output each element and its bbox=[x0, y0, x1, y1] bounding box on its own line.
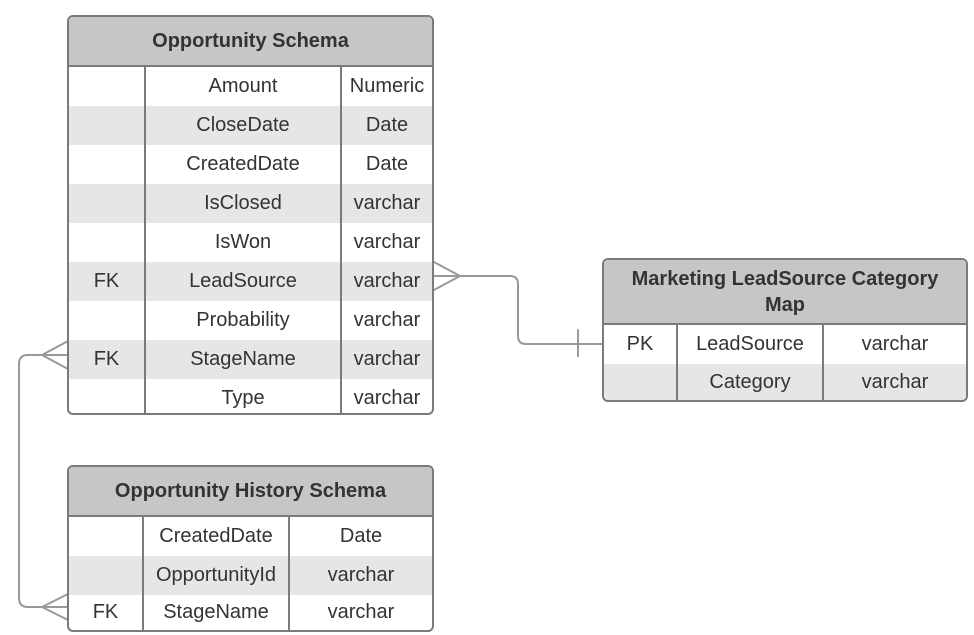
table-row: FK StageName varchar bbox=[69, 340, 432, 379]
table-row: IsWon varchar bbox=[69, 223, 432, 262]
type-cell: varchar bbox=[822, 364, 966, 400]
key-cell bbox=[69, 301, 144, 340]
type-cell: Numeric bbox=[340, 67, 432, 106]
key-cell bbox=[69, 145, 144, 184]
table-row: OpportunityId varchar bbox=[69, 556, 432, 595]
opportunity-schema-table: Opportunity Schema Amount Numeric CloseD… bbox=[67, 15, 434, 415]
opportunity-schema-title: Opportunity Schema bbox=[69, 17, 432, 67]
key-cell: FK bbox=[92, 601, 119, 623]
type-cell: Date bbox=[288, 517, 432, 556]
field-cell: StageName bbox=[142, 595, 288, 630]
key-cell bbox=[69, 556, 142, 595]
key-cell: FK bbox=[93, 270, 120, 292]
opportunity-schema-rows: Amount Numeric CloseDate Date CreatedDat… bbox=[69, 67, 432, 413]
field-cell: OpportunityId bbox=[142, 556, 288, 595]
type-cell: Date bbox=[340, 106, 432, 145]
stagename-relationship-line bbox=[18, 340, 69, 621]
field-cell: StageName bbox=[144, 340, 340, 379]
key-cell bbox=[69, 517, 142, 556]
table-row: FK StageName varchar bbox=[69, 595, 432, 630]
type-cell: varchar bbox=[822, 325, 966, 364]
opportunity-history-schema-title: Opportunity History Schema bbox=[69, 467, 432, 517]
marketing-leadsource-category-map-rows: PK LeadSource varchar Category varchar bbox=[604, 325, 966, 400]
table-row: CreatedDate Date bbox=[69, 145, 432, 184]
key-cell bbox=[69, 184, 144, 223]
table-row: CreatedDate Date bbox=[69, 517, 432, 556]
key-cell bbox=[69, 223, 144, 262]
field-cell: CreatedDate bbox=[144, 145, 340, 184]
table-row: Type varchar bbox=[69, 379, 432, 413]
opportunity-history-schema-table: Opportunity History Schema CreatedDate D… bbox=[67, 465, 434, 632]
field-cell: LeadSource bbox=[676, 325, 822, 364]
type-cell: varchar bbox=[288, 556, 432, 595]
field-cell: Category bbox=[676, 364, 822, 400]
key-cell bbox=[69, 379, 144, 413]
field-cell: LeadSource bbox=[144, 262, 340, 301]
table-row: FK LeadSource varchar bbox=[69, 262, 432, 301]
type-cell: varchar bbox=[340, 301, 432, 340]
table-row: Probability varchar bbox=[69, 301, 432, 340]
opportunity-history-schema-rows: CreatedDate Date OpportunityId varchar F… bbox=[69, 517, 432, 630]
field-cell: Probability bbox=[144, 301, 340, 340]
key-cell bbox=[69, 106, 144, 145]
field-cell: IsWon bbox=[144, 223, 340, 262]
type-cell: varchar bbox=[340, 340, 432, 379]
table-row: Amount Numeric bbox=[69, 67, 432, 106]
key-cell: FK bbox=[93, 348, 120, 370]
field-cell: CreatedDate bbox=[142, 517, 288, 556]
table-row: PK LeadSource varchar bbox=[604, 325, 966, 364]
type-cell: Date bbox=[340, 145, 432, 184]
leadsource-relationship-line bbox=[433, 261, 603, 357]
table-row: IsClosed varchar bbox=[69, 184, 432, 223]
key-cell bbox=[604, 364, 676, 400]
field-cell: CloseDate bbox=[144, 106, 340, 145]
type-cell: varchar bbox=[288, 595, 432, 630]
marketing-leadsource-category-map-table: Marketing LeadSource Category Map PK Lea… bbox=[602, 258, 968, 402]
field-cell: Amount bbox=[144, 67, 340, 106]
key-cell bbox=[69, 67, 144, 106]
field-cell: Type bbox=[144, 379, 340, 413]
key-cell: PK bbox=[626, 333, 654, 355]
table-row: Category varchar bbox=[604, 364, 966, 400]
type-cell: varchar bbox=[340, 223, 432, 262]
field-cell: IsClosed bbox=[144, 184, 340, 223]
type-cell: varchar bbox=[340, 379, 432, 413]
type-cell: varchar bbox=[340, 184, 432, 223]
table-row: CloseDate Date bbox=[69, 106, 432, 145]
marketing-leadsource-category-map-title: Marketing LeadSource Category Map bbox=[604, 260, 966, 325]
type-cell: varchar bbox=[340, 262, 432, 301]
